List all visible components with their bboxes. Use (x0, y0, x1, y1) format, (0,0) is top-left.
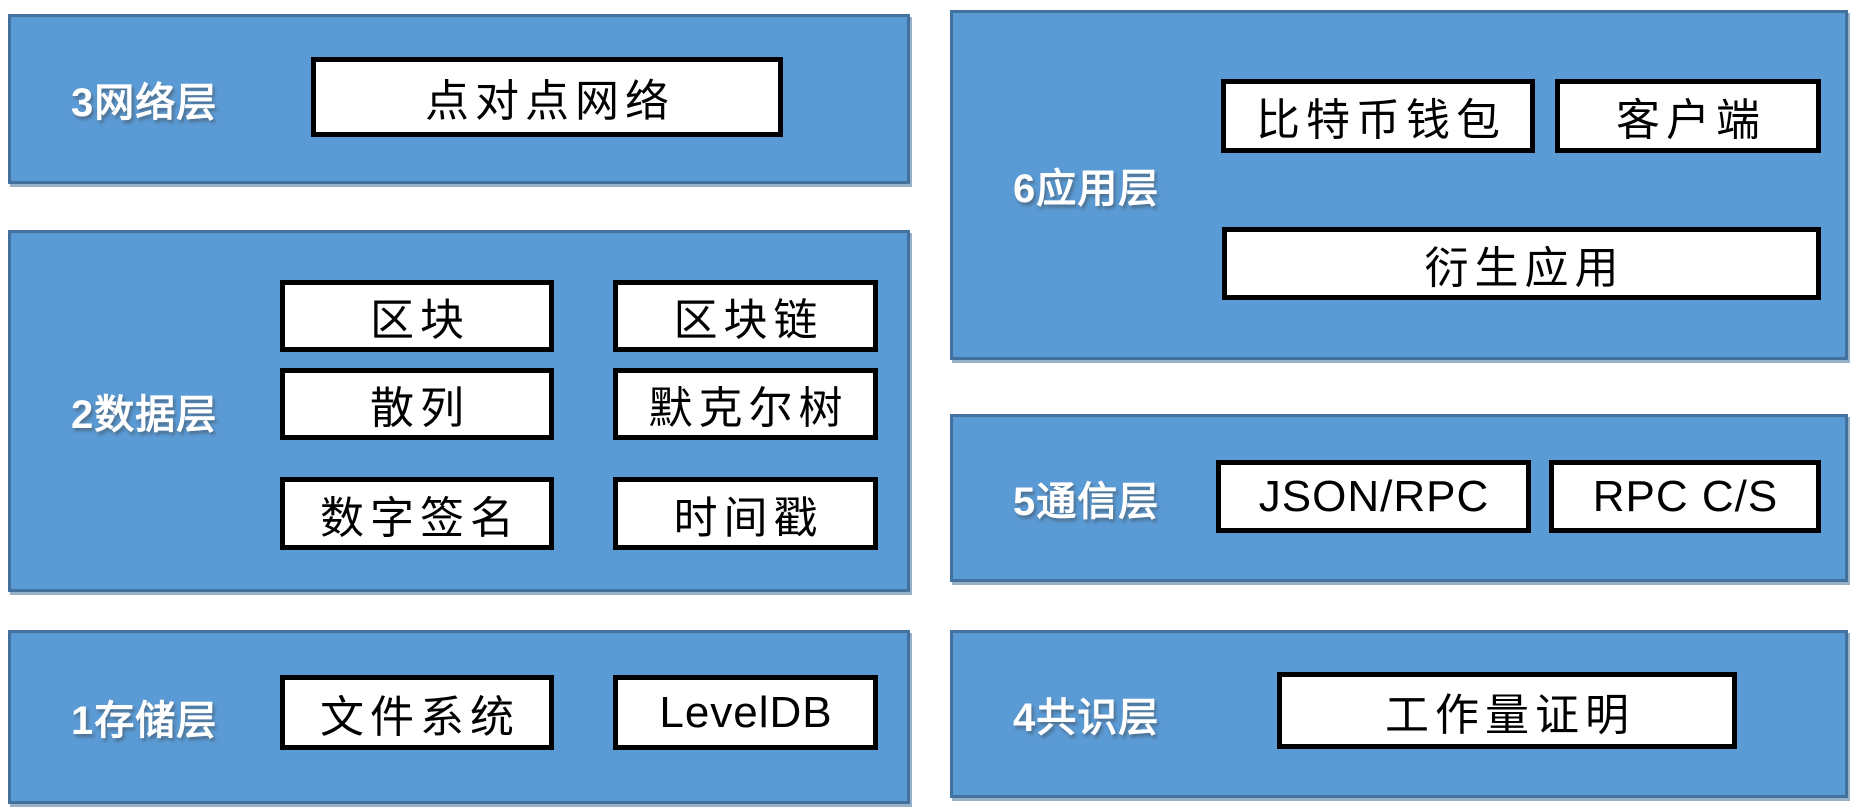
node-json-rpc: JSON/RPC (1216, 460, 1531, 533)
node-client: 客户端 (1555, 79, 1821, 153)
panel-consensus-layer: 4共识层 工作量证明 (950, 630, 1848, 798)
panel-consensus-layer-label: 4共识层 (1013, 696, 1160, 740)
panel-storage-layer-label: 1存储层 (71, 699, 218, 743)
node-merkle-tree: 默克尔树 (613, 368, 878, 440)
node-blockchain: 区块链 (613, 280, 878, 352)
panel-communication-layer-label: 5通信层 (1013, 480, 1160, 524)
panel-data-layer-label: 2数据层 (71, 393, 218, 437)
node-proof-of-work: 工作量证明 (1277, 672, 1737, 749)
panel-network-layer-label: 3网络层 (71, 81, 218, 125)
panel-application-layer-label: 6应用层 (1013, 167, 1160, 211)
node-leveldb: LevelDB (613, 675, 878, 750)
node-hash: 散列 (280, 368, 554, 440)
panel-storage-layer: 1存储层 文件系统 LevelDB (8, 630, 910, 804)
node-rpc-cs: RPC C/S (1549, 460, 1821, 533)
panel-data-layer: 2数据层 区块 区块链 散列 默克尔树 数字签名 时间戳 (8, 230, 910, 592)
panel-communication-layer: 5通信层 JSON/RPC RPC C/S (950, 414, 1848, 582)
node-block: 区块 (280, 280, 554, 352)
node-digital-signature: 数字签名 (280, 477, 554, 550)
panel-application-layer: 6应用层 比特币钱包 客户端 衍生应用 (950, 10, 1848, 360)
node-file-system: 文件系统 (280, 675, 554, 750)
node-bitcoin-wallet: 比特币钱包 (1221, 79, 1535, 153)
node-p2p-network: 点对点网络 (311, 57, 783, 137)
node-timestamp: 时间戳 (613, 477, 878, 550)
panel-network-layer: 3网络层 点对点网络 (8, 14, 910, 184)
node-derived-applications: 衍生应用 (1222, 227, 1821, 300)
